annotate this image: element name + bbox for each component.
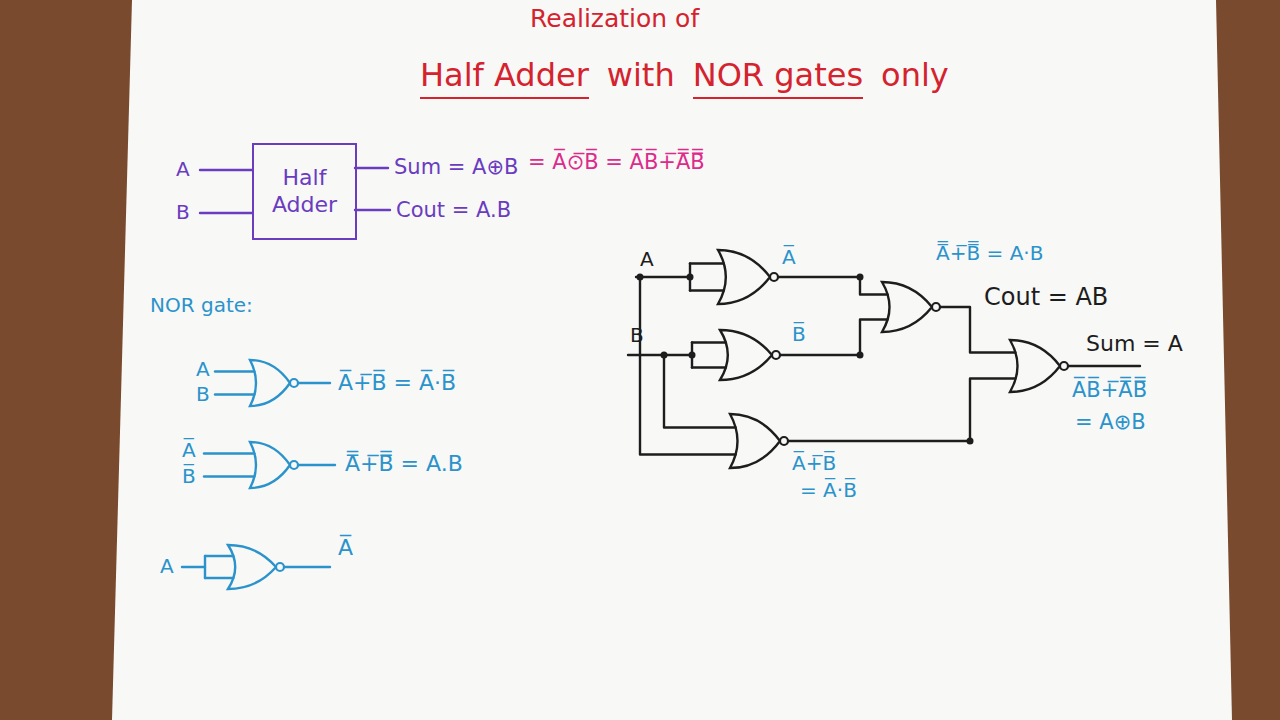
nor-gate-symbol <box>730 414 780 468</box>
nor-gate-symbol <box>1010 340 1060 392</box>
sum-output: Sum = A <box>1086 329 1183 359</box>
nor-gate-symbol <box>718 250 770 304</box>
nor-gate-symbol <box>250 360 290 406</box>
wire <box>692 341 726 343</box>
wire <box>780 320 888 356</box>
input-line <box>200 212 252 214</box>
gate-equation: = A̅·B̅ <box>800 477 857 504</box>
gate-output: B̅ <box>792 321 806 348</box>
inversion-bubble <box>290 379 298 387</box>
wire <box>690 262 724 264</box>
junction-dot <box>637 274 644 281</box>
wire <box>664 355 736 428</box>
wire <box>940 307 1016 353</box>
inversion-bubble <box>290 461 298 469</box>
wire <box>204 556 206 578</box>
output-line <box>355 209 390 211</box>
wire <box>1068 365 1140 367</box>
sum-equation: = A̅⊙̅B̅ = A̅B̅+̅A̿B̿ <box>528 148 705 176</box>
wire <box>628 354 692 356</box>
title-part: only <box>881 54 949 97</box>
nor-gate-symbol <box>228 545 276 589</box>
input-name: B <box>176 199 190 226</box>
input-name: B <box>196 381 210 408</box>
title-row: Half Adder with NOR gates only <box>420 54 949 99</box>
inversion-bubble <box>276 563 284 571</box>
junction-dot <box>687 274 694 281</box>
inversion-bubble <box>772 351 780 359</box>
gate-output: A̅ <box>338 533 353 563</box>
title-part: Half Adder <box>420 54 589 99</box>
nor-gate-symbol <box>882 282 932 332</box>
wire <box>204 452 254 454</box>
input-name: B <box>630 322 644 349</box>
paper-sheet <box>112 0 1232 720</box>
wire <box>788 379 1016 442</box>
nor-gate-symbol <box>720 330 772 380</box>
section-heading: NOR gate: <box>150 292 253 319</box>
wire <box>215 370 254 372</box>
wire <box>284 566 330 568</box>
wire <box>692 366 726 368</box>
input-line <box>200 169 252 171</box>
wire <box>205 555 233 557</box>
inversion-bubble <box>932 303 940 311</box>
wires <box>182 168 1140 578</box>
wire <box>204 475 254 477</box>
input-name: A <box>160 553 174 580</box>
half-adder-box: Half Adder <box>252 143 357 240</box>
block-label: Half Adder <box>258 165 351 218</box>
input-name: A <box>176 156 190 183</box>
input-name: A <box>640 246 654 273</box>
inversion-bubble <box>780 437 788 445</box>
wire <box>298 382 330 384</box>
carry-output: Cout = AB <box>984 281 1108 313</box>
input-name: A̅ <box>182 437 196 464</box>
junction-dot <box>967 438 974 445</box>
gate-equation: A̿+̅B̿ = A·B <box>936 240 1043 267</box>
wire <box>636 276 690 278</box>
gate-output: A̅ <box>782 244 796 271</box>
inversion-bubble <box>1060 362 1068 370</box>
wire <box>690 289 724 291</box>
input-name: B̅ <box>182 463 196 490</box>
input-name: A <box>196 356 210 383</box>
wire <box>298 464 335 466</box>
wire <box>205 577 233 579</box>
wire <box>215 393 254 395</box>
title-part: with <box>607 54 675 97</box>
junction-dot <box>857 352 864 359</box>
wire <box>778 277 888 295</box>
inversion-bubble <box>770 273 778 281</box>
sum-equation: Sum = A⊕B <box>394 153 518 181</box>
title-part: NOR gates <box>693 54 863 99</box>
gate-equation: A̅+̅B̅ = A̅·B̅ <box>338 368 456 398</box>
gate-equation: A̅B̅+̅A̿B̿ <box>1072 376 1147 404</box>
junction-dot <box>689 352 696 359</box>
wire <box>182 566 205 568</box>
gate-equation: A̅+̅B̅ <box>792 450 836 477</box>
gate-equation: A̿+̅B̿ = A.B <box>345 449 463 479</box>
nor-gate-symbol <box>250 442 290 488</box>
gate-equation: = A⊕B <box>1075 408 1146 436</box>
output-line <box>355 167 388 169</box>
junction-dot <box>661 352 668 359</box>
junction-dot <box>857 274 864 281</box>
carry-equation: Cout = A.B <box>396 196 511 224</box>
title: Realization of <box>530 2 699 36</box>
